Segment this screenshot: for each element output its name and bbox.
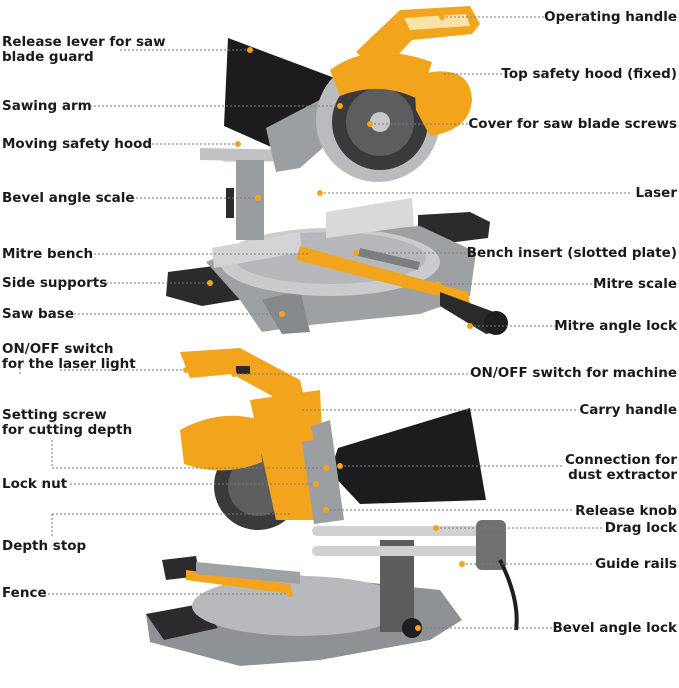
label-machine-switch: ON/OFF switch for machine [470,365,677,381]
label-top-safety-hood: Top safety hood (fixed) [501,66,677,82]
top-saw-illustration [166,6,508,335]
label-bevel-angle-scale: Bevel angle scale [2,190,135,206]
label-setting-screw-line1: Setting screw [2,407,107,423]
label-setting-screw: Setting screw for cutting depth [2,408,132,438]
label-laser-switch-line1: ON/OFF switch [2,341,114,357]
label-mitre-bench: Mitre bench [2,246,94,262]
label-carry-handle: Carry handle [579,402,677,418]
label-dust-connection: Connection for dust extractor [565,453,677,483]
label-saw-base: Saw base [2,306,74,322]
label-operating-handle: Operating handle [544,9,677,25]
label-release-lever-line2: blade guard [2,49,94,65]
label-setting-screw-line2: for cutting depth [2,422,133,438]
label-side-supports: Side supports [2,275,108,291]
label-fence: Fence [2,585,47,601]
label-mitre-angle-lock: Mitre angle lock [554,318,677,334]
bottom-saw-illustration [146,348,519,666]
label-release-lever-line1: Release lever for saw [2,34,166,50]
label-lock-nut: Lock nut [2,476,68,492]
label-release-knob: Release knob [575,503,677,519]
label-laser: Laser [635,185,677,201]
label-depth-stop: Depth stop [2,538,87,554]
label-dust-connection-line2: dust extractor [568,467,677,483]
label-laser-switch-line2: for the laser light [2,356,136,372]
label-drag-lock: Drag lock [604,520,677,536]
label-bench-insert: Bench insert (slotted plate) [466,245,677,261]
label-guide-rails: Guide rails [595,556,677,572]
label-cover-blade-screws: Cover for saw blade screws [468,116,677,132]
label-release-lever: Release lever for saw blade guard [2,35,166,65]
label-sawing-arm: Sawing arm [2,98,92,114]
label-moving-safety-hood: Moving safety hood [2,136,153,152]
label-dust-connection-line1: Connection for [564,452,677,468]
label-mitre-scale: Mitre scale [593,276,677,292]
label-laser-switch: ON/OFF switch for the laser light [2,342,136,372]
label-bevel-angle-lock: Bevel angle lock [552,620,677,636]
